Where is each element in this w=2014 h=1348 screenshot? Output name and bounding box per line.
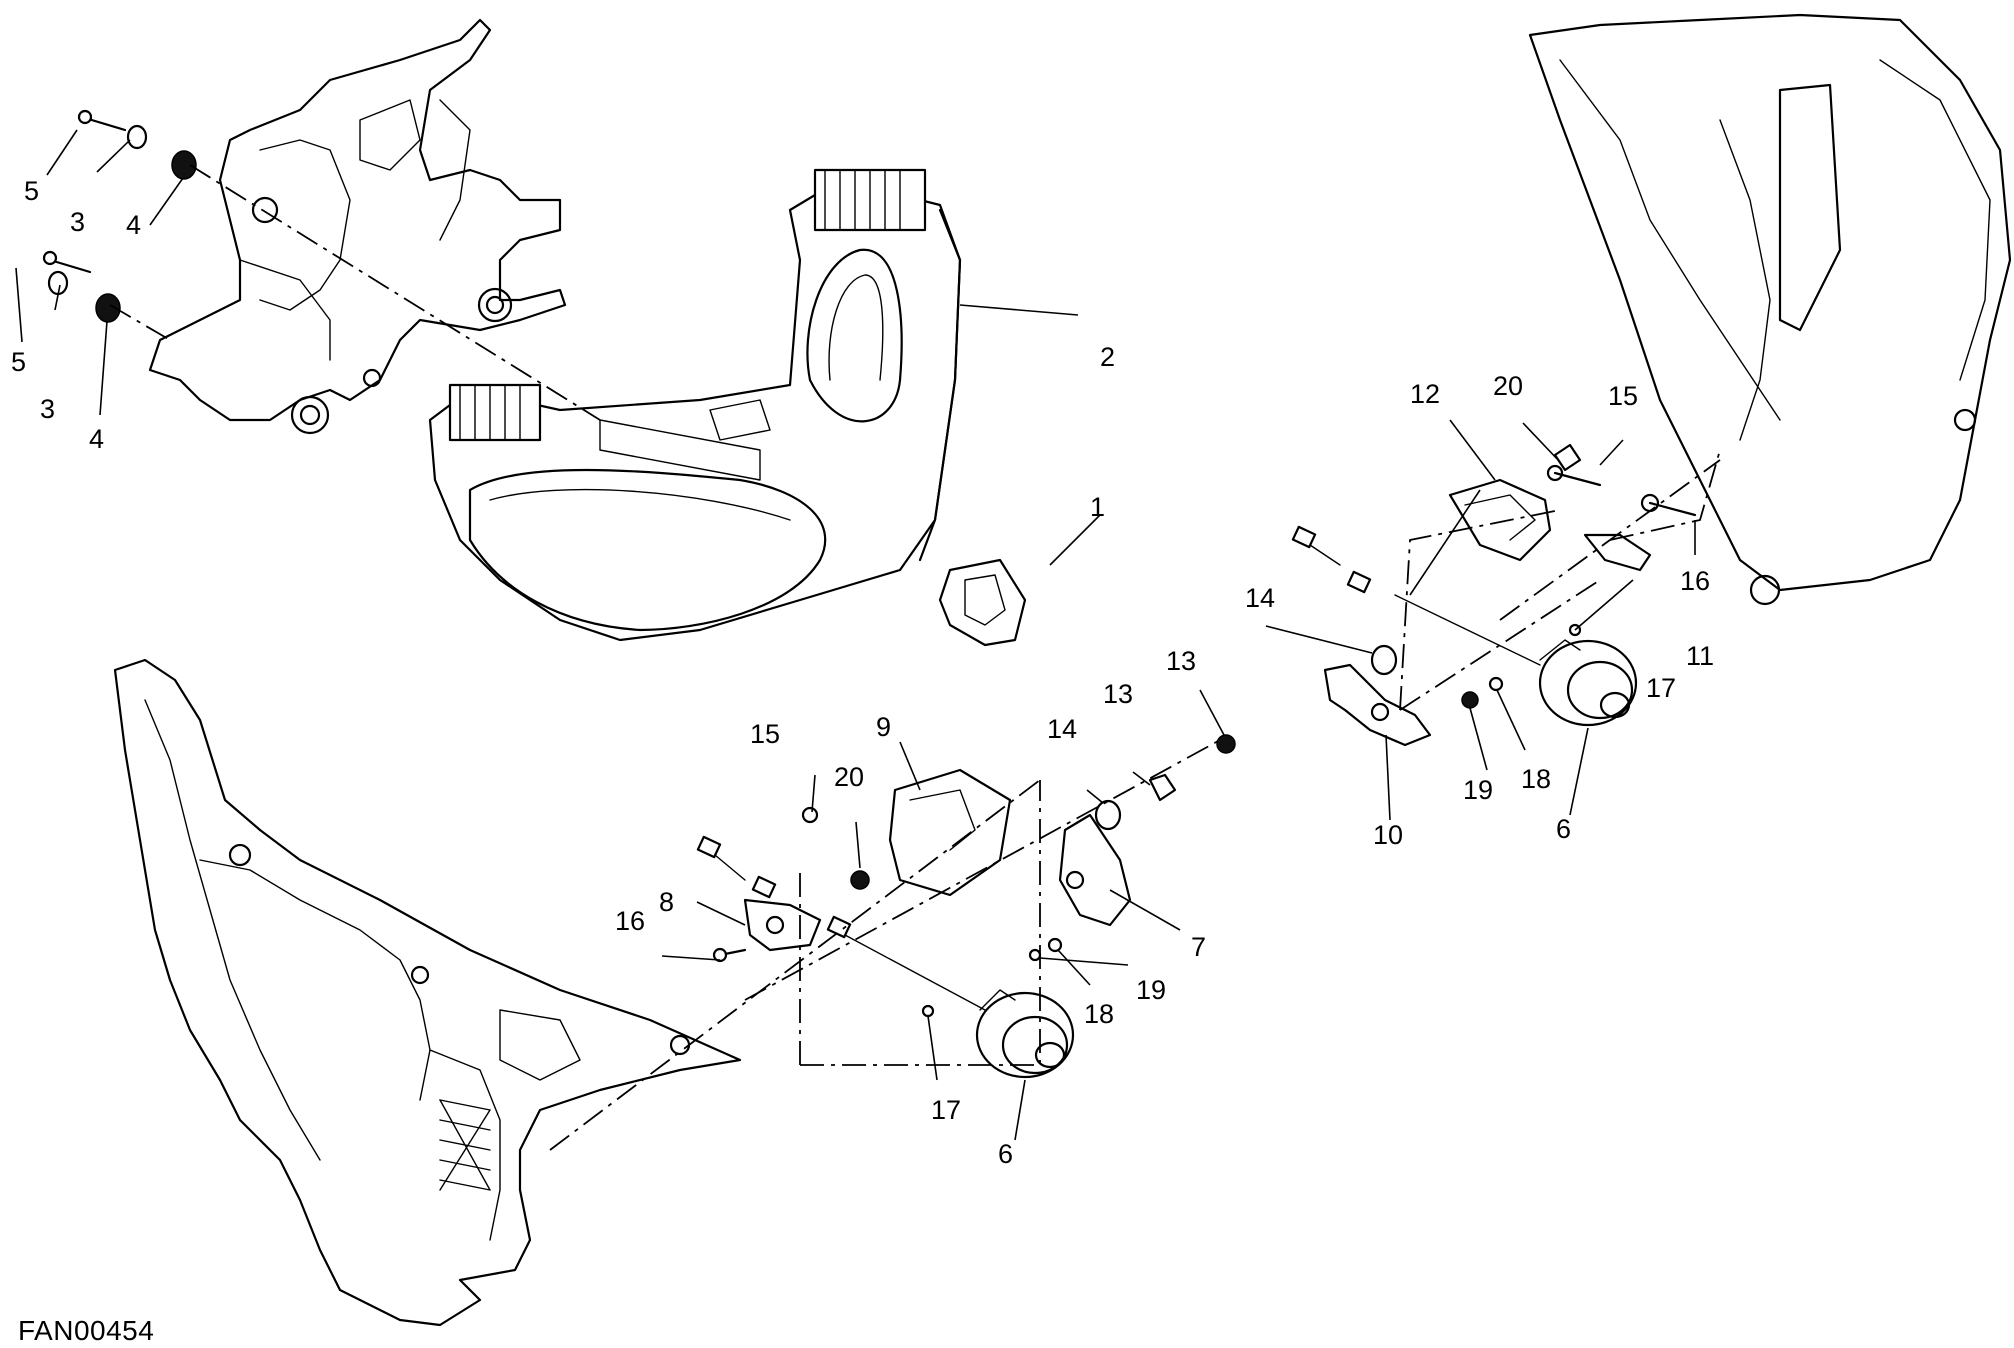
callout-labels: 1 2 3 3 4 4 5 5 6 6 7 8 9 10 11 12 13 13… [11,176,1714,1169]
rubber-cover-part-1 [938,558,1027,647]
callout-20: 20 [1493,371,1523,401]
callout-18: 18 [1521,764,1551,794]
callout-13: 13 [1166,646,1196,676]
left-fog-light-assembly [696,768,1177,1079]
callout-14: 14 [1047,714,1077,744]
callout-15: 15 [1608,381,1638,411]
callout-3: 3 [70,207,85,237]
callout-9: 9 [876,712,891,742]
callout-19: 19 [1136,975,1166,1005]
headlight-assembly [428,168,962,642]
callout-20: 20 [834,762,864,792]
callout-17: 17 [931,1095,961,1125]
callout-14: 14 [1245,583,1275,613]
callout-4: 4 [126,210,141,240]
callout-19: 19 [1463,775,1493,805]
assembly-lines [109,164,1721,1151]
callout-18: 18 [1084,999,1114,1029]
diagram-code: FAN00454 [18,1315,154,1346]
callout-12: 12 [1410,379,1440,409]
callout-leaders [15,129,1696,1141]
lower-fairing-frame [113,658,742,1327]
callout-17: 17 [1646,673,1676,703]
callout-6: 6 [998,1139,1013,1169]
callout-11: 11 [1686,641,1714,671]
callout-4: 4 [89,424,104,454]
right-fog-light-assembly [1216,443,1697,754]
callout-15: 15 [750,719,780,749]
callout-8: 8 [659,887,674,917]
callout-13: 13 [1103,679,1133,709]
callout-1: 1 [1090,492,1105,522]
callout-3: 3 [40,394,55,424]
callout-16: 16 [1680,566,1710,596]
callout-7: 7 [1191,932,1206,962]
callout-6: 6 [1556,814,1571,844]
upper-right-fairing-frame [1528,13,2012,606]
headlight-support-frame [148,18,567,435]
callout-10: 10 [1373,820,1403,850]
callout-5: 5 [11,347,26,377]
callout-2: 2 [1100,342,1115,372]
fastener-set-upper [42,109,197,323]
callout-5: 5 [24,176,39,206]
callout-16: 16 [615,906,645,936]
